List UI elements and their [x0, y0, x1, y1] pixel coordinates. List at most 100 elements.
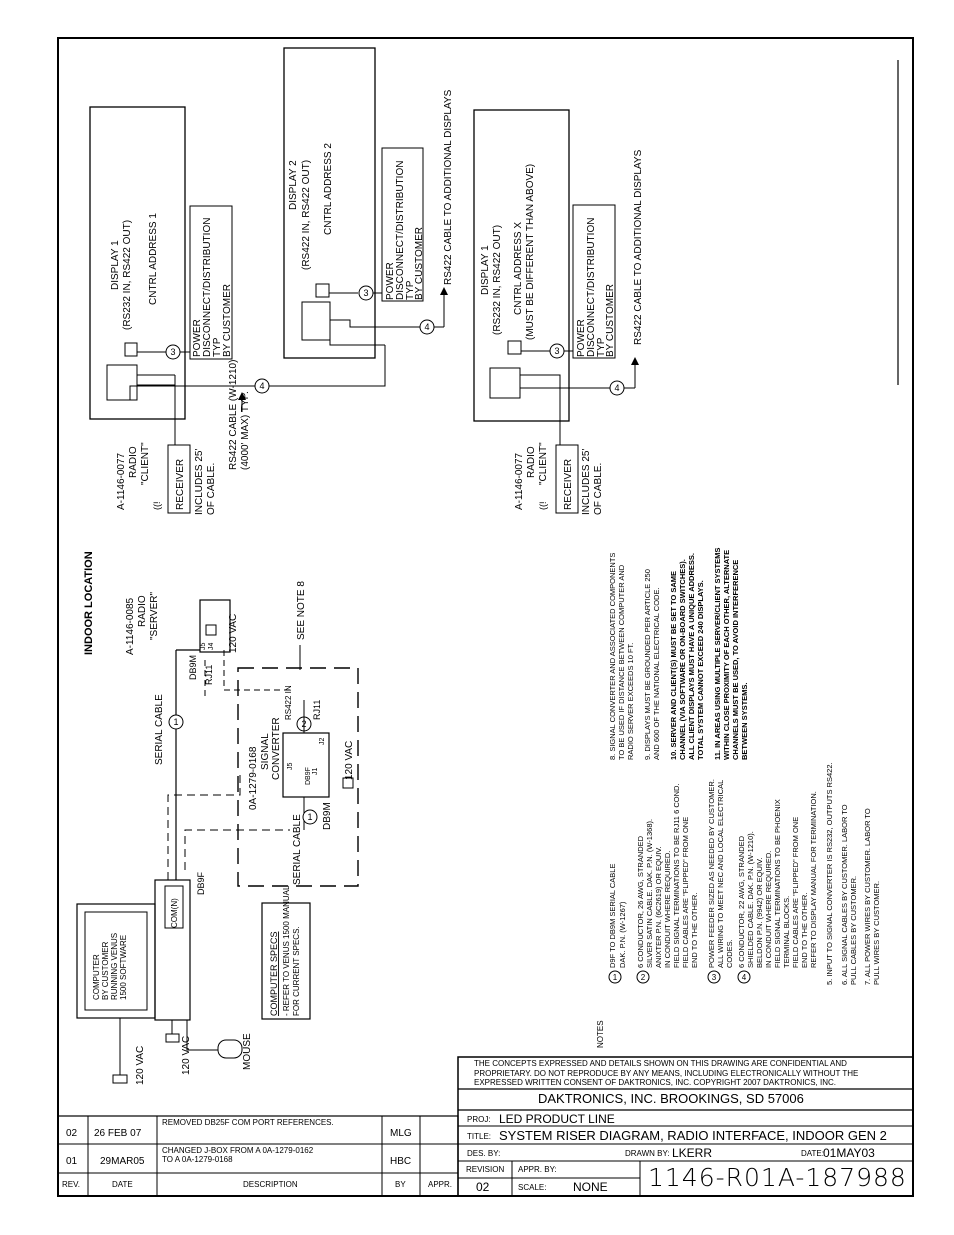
d1-callout-4 [254, 378, 270, 394]
rev-row2-desc1: CHANGED J-BOX FROM A 0A-1279-0162 [162, 1146, 314, 1155]
client1-cable2: (4000' MAX) TYP. [240, 391, 251, 470]
display2-additional: RS422 CABLE TO ADDITIONAL DISPLAYS [443, 89, 454, 285]
d1-callout-3-text: 3 [170, 347, 175, 357]
client2-radio: RADIO [526, 446, 537, 478]
drawn-value: LKERR [672, 1146, 713, 1160]
title-label: TITLE: [467, 1132, 492, 1141]
client2-inc1: INCLUDES 25' [581, 449, 592, 515]
note4-line6: TERMINAL BLOCKS. [782, 896, 791, 968]
converter-label2: CONVERTER [271, 717, 282, 780]
server-db9m: DB9M [188, 655, 198, 680]
note2-line6: FIELD CABLES ARE "FLIPPED" FROM ONE [681, 817, 690, 968]
server-radio-box [199, 599, 231, 653]
computer-text-3: RUNNING VENUS [110, 933, 119, 1000]
note1-line1: D9F TO DB9M SERIAL CABLE [608, 864, 617, 968]
drawn-label: DRAWN BY: [625, 1149, 670, 1158]
mouse-icon [217, 1039, 243, 1059]
rev-row1-by: MLG [390, 1128, 412, 1139]
rev-row2-by: HBC [390, 1156, 412, 1167]
note4-line7: FIELD CABLES ARE "FLIPPED" FROM ONE [791, 817, 800, 968]
revision-label: REVISION [466, 1165, 505, 1174]
converter-db9: DB9F [305, 767, 312, 785]
note2-num: 2 [641, 973, 646, 982]
display1-power-box [189, 205, 233, 360]
com-port-label: COM(N) [170, 898, 179, 928]
note10-line3: ALL CLIENT DISPLAYS MUST HAVE A UNIQUE A… [687, 553, 696, 760]
proj-value: LED PRODUCT LINE [499, 1112, 615, 1126]
note3-line1: POWER FEEDER SIZED AS NEEDED BY CUSTOMER… [707, 779, 716, 968]
d1-power-2: DISCONNECT/DISTRIBUTION [202, 218, 213, 357]
display1-io: (RS232 IN, RS422 OUT) [122, 220, 133, 330]
display3-additional: RS422 CABLE TO ADDITIONAL DISPLAYS [633, 149, 644, 345]
computer-text-1: COMPUTER [92, 954, 101, 1000]
d2-power-1: POWER [385, 262, 396, 300]
server-radio-part: A-1146-0085 [125, 597, 136, 655]
d1-power-4: BY CUSTOMER [222, 284, 233, 357]
client1-inc2: OF CABLE. [206, 463, 217, 515]
converter-j5: J5 [287, 763, 294, 771]
confidential-line1: THE CONCEPTS EXPRESSED AND DETAILS SHOWN… [474, 1059, 847, 1068]
note2-line4: IN CONDUIT WHERE REQUIRED. [663, 851, 672, 968]
date-value: 01MAY03 [823, 1146, 875, 1160]
d1-callout-4-text: 4 [259, 381, 264, 391]
note5-line1: 5. INPUT TO SIGNAL CONVERTER IS RS232, O… [825, 762, 834, 985]
note1-line2: DAK. P.N. (W-1267) [618, 901, 627, 968]
signal-converter-box [282, 732, 330, 798]
note10-line2: CHANNEL (VIA SOFTWARE OR ON-BOARD SWITCH… [678, 559, 687, 760]
note8-line1: 8. SIGNAL CONVERTER AND ASSOCIATED COMPO… [608, 553, 617, 760]
rev-header-appr: APPR. [428, 1180, 453, 1189]
rev-row2-date: 29MAR05 [100, 1156, 145, 1167]
see-note-label: SEE NOTE 8 [296, 581, 307, 640]
scale-label: SCALE: [518, 1183, 547, 1192]
converter-j2: J2 [319, 738, 326, 746]
date-label: DATE: [801, 1149, 824, 1158]
client1-receiver: RECEIVER [175, 459, 186, 510]
display2-power-terminal [315, 283, 330, 298]
display1-addr: CNTRL ADDRESS 1 [148, 213, 159, 305]
client2-part: A-1146-0077 [514, 452, 525, 510]
drawing-number: 1146-R01A-187988 [648, 1163, 907, 1192]
confidential-line2: PROPRIETARY. DO NOT REPRODUCE BY ANY MEA… [474, 1068, 859, 1078]
riser-diagram: INDOOR LOCATION COMPUTER BY CUSTOMER RUN… [76, 47, 881, 1085]
company-name: DAKTRONICS, INC. BROOKINGS, SD 57006 [538, 1091, 804, 1106]
d2-power-4: BY CUSTOMER [414, 227, 425, 300]
rev-header-desc: DESCRIPTION [243, 1180, 298, 1189]
d2-power-2: DISCONNECT/DISTRIBUTION [395, 161, 406, 300]
notes-title: NOTES [596, 1020, 605, 1048]
rev-header-rev: REV. [62, 1180, 80, 1189]
converter-vac: 120 VAC [344, 741, 355, 780]
server-vac: 120 VAC [228, 614, 239, 653]
computer-specs-title: COMPUTER SPECS [269, 931, 279, 1016]
note4-num: 4 [742, 973, 747, 982]
client1-ant-icon: ((! [152, 502, 162, 511]
appr-label: APPR. BY: [518, 1165, 557, 1174]
note4-line2: SHIELDED CABLE. DAK. P.N. (W-1210). [746, 831, 755, 968]
sheet-border [57, 37, 914, 1197]
client1-part: A-1146-0077 [116, 452, 127, 510]
note11-line2: WITHIN CLOSE PROXIMITY OF EACH OTHER, AL… [722, 550, 731, 760]
converter-j1: J1 [312, 768, 319, 776]
note2-line1: 6 CONDUCTOR, 26 AWG, STRANDED [636, 835, 645, 968]
client2-role: "CLIENT" [538, 442, 549, 485]
note8-line2: TO BE USED IF DISTANCE BETWEEN COMPUTER … [617, 564, 626, 760]
d3-callout-3-text: 3 [554, 346, 559, 356]
note4-line3: BELDON P.N. (9942) OR EQUIV. [755, 858, 764, 968]
d1-power-1: POWER [192, 319, 203, 357]
scale-value: NONE [573, 1180, 608, 1194]
client2-receiver-box [555, 444, 579, 514]
note6-line2: PULL CABLES BY CUSTOMER. [849, 876, 858, 985]
note11-line4: BETWEEN SYSTEMS. [740, 682, 749, 760]
d3-power-1: POWER [576, 319, 587, 357]
computer-specs-line2: FOR CURRENT SPECS. [292, 926, 301, 1016]
display2-controller [301, 301, 331, 341]
d3-power-4: BY CUSTOMER [605, 284, 616, 357]
des-label: DES. BY: [467, 1149, 501, 1158]
confidential-notice: THE CONCEPTS EXPRESSED AND DETAILS SHOWN… [474, 1059, 858, 1088]
d1-power-3: TYP [212, 337, 223, 357]
note4-line5: FIELD SIGNAL TERMINATIONS TO BE PHOENIX [773, 799, 782, 968]
callout-1-main [168, 714, 184, 730]
d3-power-3: TYP [596, 337, 607, 357]
note4-line8: END TO THE OTHER. [800, 893, 809, 968]
rev-row1-desc: REMOVED DB25F COM PORT REFERENCES. [162, 1118, 334, 1127]
